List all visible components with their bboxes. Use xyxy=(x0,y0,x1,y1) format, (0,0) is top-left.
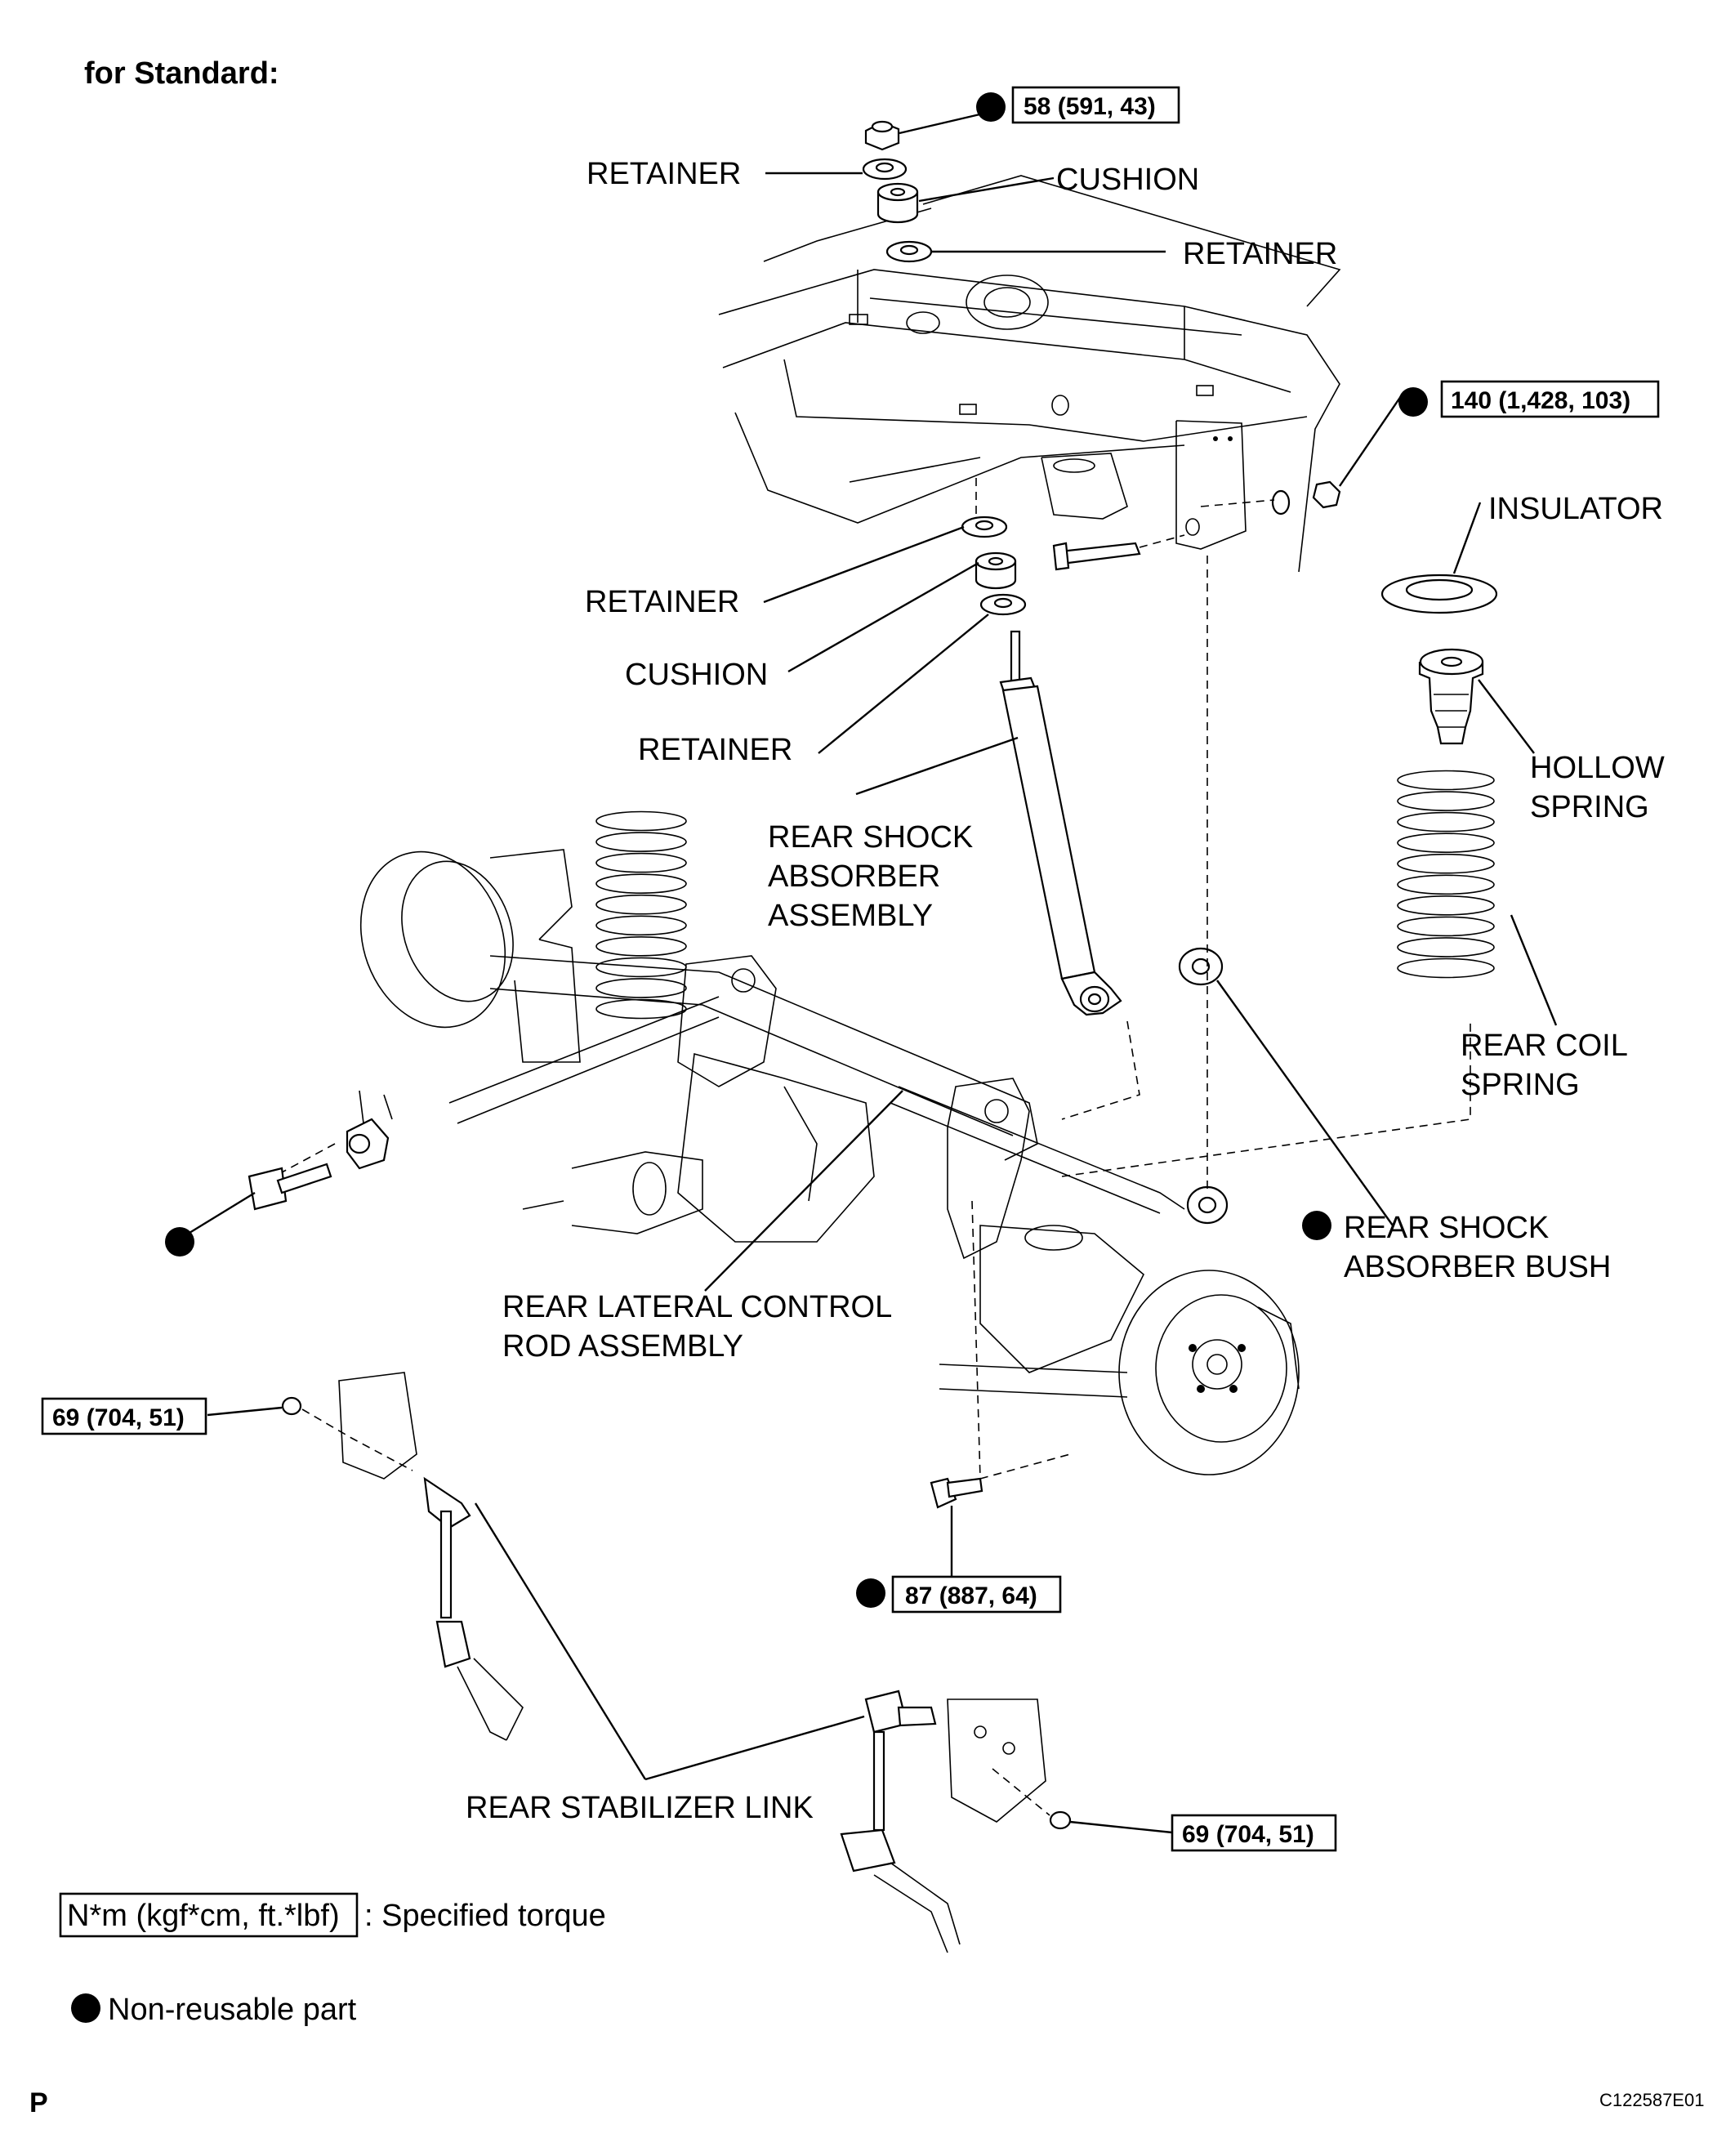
torque-value: 58 (591, 43) xyxy=(1024,93,1156,120)
footer-page-marker: P xyxy=(29,2087,48,2118)
vehicle-frame xyxy=(718,175,1341,573)
coil-turn xyxy=(595,852,687,873)
coil-turn xyxy=(595,873,687,894)
coil-turn xyxy=(1397,853,1495,874)
top-mount-parts xyxy=(862,120,933,263)
rear-coil-spring-drawing xyxy=(1397,770,1495,979)
label-retainer-top: RETAINER xyxy=(587,157,741,191)
torque-box-4: 87 (887, 64) xyxy=(891,1575,1062,1614)
label-cushion-top: CUSHION xyxy=(1056,163,1199,197)
torque-value: 69 (704, 51) xyxy=(1182,1821,1314,1848)
legend-torque-desc: : Specified torque xyxy=(364,1899,606,1933)
mid-mount-parts xyxy=(961,480,1341,616)
label-cushion-mid: CUSHION xyxy=(625,658,768,692)
label-retainer-mid: RETAINER xyxy=(585,585,739,619)
coil-turn xyxy=(595,978,687,998)
stabilizer-links xyxy=(281,1372,1072,1953)
coil-turn xyxy=(1397,791,1495,811)
label-shock-bush-1: REAR SHOCK xyxy=(1344,1211,1549,1245)
legend: N*m (kgf*cm, ft.*lbf) : Specified torque… xyxy=(59,1892,606,2027)
leader-lines xyxy=(174,111,1558,1834)
coil-turn xyxy=(1397,832,1495,853)
nonreusable-dot xyxy=(165,1227,194,1257)
coil-turn xyxy=(1397,895,1495,916)
coil-turn xyxy=(1397,811,1495,832)
label-hollow-spring-1: HOLLOW xyxy=(1530,751,1665,785)
shock-absorber xyxy=(999,630,1122,1016)
torque-value: 69 (704, 51) xyxy=(52,1404,185,1431)
torque-box-2: 140 (1,428, 103) xyxy=(1440,380,1660,418)
nonreusable-dot xyxy=(71,1993,100,2023)
coil-turn xyxy=(595,832,687,852)
label-retainer-mid2: RETAINER xyxy=(638,733,792,767)
label-shock-absorber-3: ASSEMBLY xyxy=(768,899,933,933)
label-insulator: INSULATOR xyxy=(1488,492,1663,526)
label-hollow-spring-2: SPRING xyxy=(1530,790,1649,824)
label-rear-coil-spring-2: SPRING xyxy=(1461,1068,1580,1102)
spring-parts xyxy=(1380,574,1498,979)
legend-nonreusable: Non-reusable part xyxy=(108,1993,357,2027)
legend-torque-unit: N*m (kgf*cm, ft.*lbf) xyxy=(67,1899,340,1933)
label-retainer-top2: RETAINER xyxy=(1183,237,1337,271)
coil-turn xyxy=(1397,874,1495,895)
axle-assembly xyxy=(248,810,1300,1475)
nonreusable-dot xyxy=(856,1578,885,1608)
coil-turn xyxy=(595,936,687,957)
nonreusable-dot xyxy=(1398,387,1428,417)
coil-turn xyxy=(1397,916,1495,937)
coil-turn xyxy=(595,810,687,832)
figure-code: C122587E01 xyxy=(1599,2090,1704,2110)
label-shock-absorber-2: ABSORBER xyxy=(768,859,940,894)
label-lateral-rod-1: REAR LATERAL CONTROL xyxy=(502,1290,892,1324)
page-title: for Standard: xyxy=(84,56,279,91)
nonreusable-markers xyxy=(71,92,1428,2023)
torque-box-1: 58 (591, 43) xyxy=(1011,86,1180,124)
nonreusable-dot xyxy=(1302,1211,1331,1240)
alignment-lines xyxy=(281,478,1471,1816)
coil-turn xyxy=(595,894,687,915)
label-shock-bush-2: ABSORBER BUSH xyxy=(1344,1250,1611,1284)
label-shock-absorber-1: REAR SHOCK xyxy=(768,820,973,855)
nonreusable-dot xyxy=(976,92,1006,122)
left-coil-spring-drawing xyxy=(595,810,687,1020)
label-lateral-rod-2: ROD ASSEMBLY xyxy=(502,1329,743,1364)
torque-value: 87 (887, 64) xyxy=(905,1582,1037,1609)
coil-turn xyxy=(1397,957,1495,979)
torque-box-3: 69 (704, 51) xyxy=(41,1397,207,1435)
coil-turn xyxy=(595,915,687,936)
label-rear-coil-spring-1: REAR COIL xyxy=(1461,1029,1628,1063)
coil-turn xyxy=(1397,770,1495,791)
torque-value: 140 (1,428, 103) xyxy=(1451,387,1630,414)
torque-box-5: 69 (704, 51) xyxy=(1171,1814,1337,1852)
lower-bolts xyxy=(930,1477,983,1509)
label-stabilizer-link: REAR STABILIZER LINK xyxy=(466,1791,814,1825)
coil-turn xyxy=(1397,937,1495,957)
